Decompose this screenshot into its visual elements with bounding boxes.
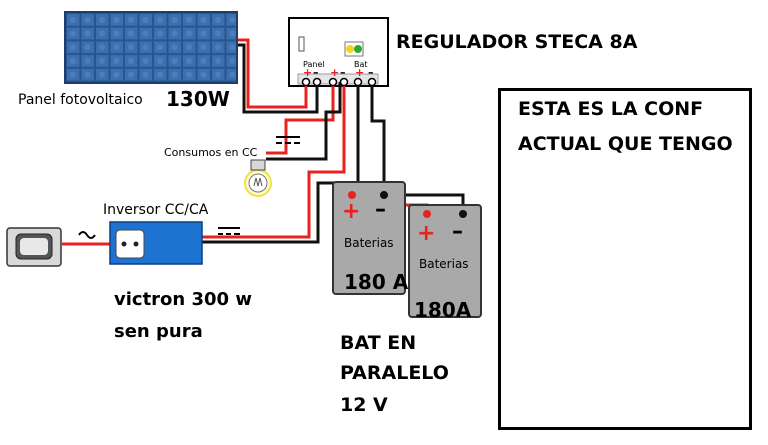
load-negative-wire xyxy=(266,82,342,161)
regulator-terminals xyxy=(301,77,377,87)
battery-1 xyxy=(332,181,406,295)
battery2-label: Baterias xyxy=(419,257,469,271)
battery1-plus: + xyxy=(342,199,361,224)
inverter-box xyxy=(109,221,203,265)
regulator-title: REGULADOR STECA 8A xyxy=(396,31,638,53)
battery1-capacity: 180 A xyxy=(344,270,409,294)
light-bulb-icon xyxy=(244,159,272,197)
inverter-label: Inversor CC/CA xyxy=(103,202,209,218)
note-box xyxy=(498,88,752,430)
dc-symbol-icon xyxy=(276,136,300,144)
regulator-panel-plus: + xyxy=(303,66,313,79)
battery2-capacity: 180A xyxy=(414,298,472,322)
regulator-load-minus: – xyxy=(340,66,346,79)
battery-2 xyxy=(408,204,482,318)
battery-config-line3: 12 V xyxy=(340,394,388,416)
battery-config-line1: BAT EN xyxy=(340,332,417,354)
regulator-load-plus: + xyxy=(330,66,340,79)
loads-label: Consumos en CC xyxy=(164,146,258,159)
regulator-bat-plus: + xyxy=(355,66,365,79)
note-line2: ACTUAL QUE TENGO xyxy=(518,133,733,155)
panel-label: Panel fotovoltaico xyxy=(18,92,143,108)
regulator-panel-label: Panel xyxy=(303,60,325,69)
regulator-bat-label: Bat xyxy=(354,60,368,69)
inverter-model-line1: victron 300 w xyxy=(114,289,252,310)
inverter-model-line2: sen pura xyxy=(114,321,203,342)
load-positive-wire xyxy=(266,82,335,155)
panel-positive-wire xyxy=(238,38,308,109)
battery-negative-wire xyxy=(370,82,386,195)
note-line1: ESTA ES LA CONF xyxy=(518,98,704,120)
black-wires xyxy=(200,43,465,244)
battery2-minus: – xyxy=(452,219,463,244)
panel-power: 130W xyxy=(166,87,230,111)
ac-symbol-icon xyxy=(78,231,96,239)
regulator-bat-minus: – xyxy=(368,66,374,79)
solar-panel-icon xyxy=(64,11,238,84)
battery1-minus: – xyxy=(375,197,386,222)
inverter-negative-wire xyxy=(200,82,360,244)
dc-symbol-icon xyxy=(218,227,240,235)
battery1-label: Baterias xyxy=(344,236,394,250)
inverter-positive-wire xyxy=(200,82,346,239)
tv-icon xyxy=(6,227,62,267)
battery2-plus: + xyxy=(417,221,436,246)
panel-negative-wire xyxy=(238,43,319,114)
battery-config-line2: PARALELO xyxy=(340,362,449,384)
regulator-panel-minus: – xyxy=(313,66,319,79)
